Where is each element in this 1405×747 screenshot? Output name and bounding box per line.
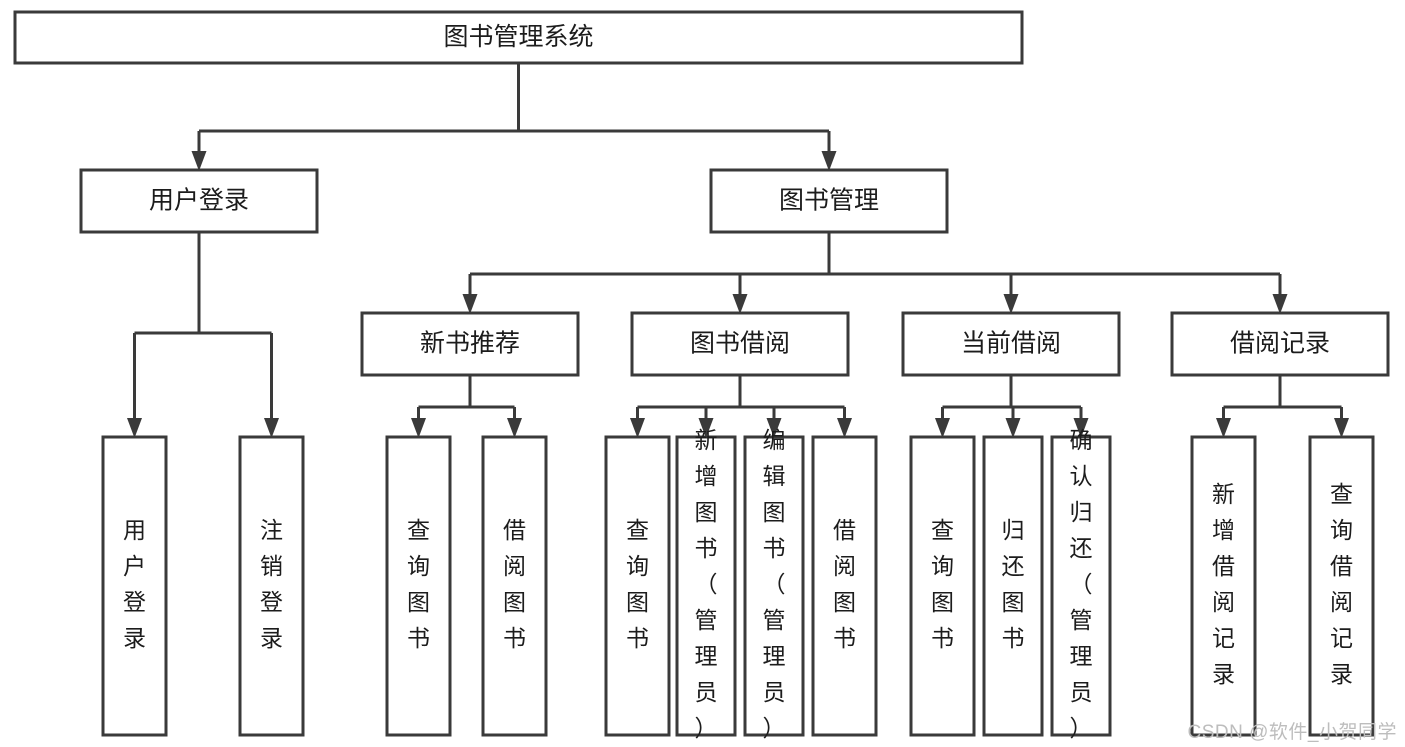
node-label-book-manage: 图书管理 xyxy=(779,187,879,215)
node-leaf-query-book-2[interactable]: 查询图书 xyxy=(604,435,671,737)
node-label-leaf-query-book-2: 查询图书 xyxy=(626,517,649,651)
edge-arrow-head xyxy=(1003,294,1019,314)
edge-arrow-head xyxy=(507,418,522,438)
node-box-book-borrow xyxy=(630,311,850,377)
edge-arrow-head xyxy=(1272,294,1288,314)
node-leaf-borrow-book-2[interactable]: 借阅图书 xyxy=(811,435,878,737)
node-leaf-query-record[interactable]: 查询借阅记录 xyxy=(1308,435,1375,737)
node-label-current-borrow: 当前借阅 xyxy=(961,330,1061,358)
node-label-leaf-edit-book: 编辑图书（管理员） xyxy=(763,427,786,741)
edge-arrow-head xyxy=(1334,418,1349,438)
node-leaf-query-book-1[interactable]: 查询图书 xyxy=(385,435,452,737)
edge-arrow-head xyxy=(935,418,950,438)
node-leaf-add-book[interactable]: 新增图书（管理员） xyxy=(675,427,737,741)
node-book-borrow[interactable]: 图书借阅 xyxy=(630,311,850,377)
node-box-leaf-query-book-1 xyxy=(385,435,452,737)
node-leaf-logout[interactable]: 注销登录 xyxy=(238,435,305,737)
node-box-leaf-query-record xyxy=(1308,435,1375,737)
edge-arrow-head xyxy=(264,418,279,438)
node-leaf-confirm-return[interactable]: 确认归还（管理员） xyxy=(1050,427,1112,741)
edge-arrow-head xyxy=(766,418,782,438)
node-label-leaf-user-login: 用户登录 xyxy=(123,517,146,651)
node-box-leaf-confirm-return xyxy=(1050,435,1112,737)
edge-arrow-head xyxy=(411,418,426,438)
node-box-book-manage xyxy=(709,168,949,234)
node-leaf-borrow-book-1[interactable]: 借阅图书 xyxy=(481,435,548,737)
node-box-leaf-borrow-book-2 xyxy=(811,435,878,737)
edge-arrow-head xyxy=(1073,418,1089,438)
node-label-leaf-add-record: 新增借阅记录 xyxy=(1212,481,1235,687)
edge-group-book-borrow xyxy=(630,375,852,438)
node-user-login[interactable]: 用户登录 xyxy=(79,168,319,234)
node-label-leaf-query-book-1: 查询图书 xyxy=(407,517,430,651)
node-leaf-return-book[interactable]: 归还图书 xyxy=(982,435,1044,737)
edge-arrow-head xyxy=(837,418,852,438)
node-box-borrow-record xyxy=(1170,311,1390,377)
edge-arrow-head xyxy=(698,418,714,438)
node-box-leaf-return-book xyxy=(982,435,1044,737)
node-box-leaf-edit-book xyxy=(743,435,805,737)
node-leaf-add-record[interactable]: 新增借阅记录 xyxy=(1190,435,1257,737)
node-label-new-book-rec: 新书推荐 xyxy=(420,330,520,358)
node-label-borrow-record: 借阅记录 xyxy=(1230,330,1330,358)
edges-layer xyxy=(127,63,1349,438)
edge-arrow-head xyxy=(462,294,478,314)
node-root[interactable]: 图书管理系统 xyxy=(13,10,1024,65)
edge-group-current-borrow xyxy=(935,375,1089,438)
node-box-leaf-query-book-3 xyxy=(909,435,976,737)
node-box-leaf-borrow-book-1 xyxy=(481,435,548,737)
node-box-leaf-add-book xyxy=(675,435,737,737)
node-label-root: 图书管理系统 xyxy=(443,23,593,51)
node-box-user-login xyxy=(79,168,319,234)
node-box-new-book-rec xyxy=(360,311,580,377)
edge-group-book-manage xyxy=(462,232,1288,314)
node-box-root xyxy=(13,10,1024,65)
node-box-leaf-user-login xyxy=(101,435,168,737)
node-label-leaf-borrow-book-2: 借阅图书 xyxy=(833,517,856,651)
node-box-current-borrow xyxy=(901,311,1121,377)
node-borrow-record[interactable]: 借阅记录 xyxy=(1170,311,1390,377)
node-current-borrow[interactable]: 当前借阅 xyxy=(901,311,1121,377)
nodes-layer: 图书管理系统用户登录图书管理新书推荐图书借阅当前借阅借阅记录用户登录注销登录查询… xyxy=(13,10,1390,741)
node-leaf-edit-book[interactable]: 编辑图书（管理员） xyxy=(743,427,805,741)
node-label-leaf-logout: 注销登录 xyxy=(260,517,283,651)
edge-arrow-head xyxy=(821,151,837,171)
node-label-leaf-confirm-return: 确认归还（管理员） xyxy=(1070,427,1093,741)
edge-arrow-head xyxy=(1005,418,1021,438)
node-label-leaf-query-record: 查询借阅记录 xyxy=(1330,481,1353,687)
edge-arrow-head xyxy=(732,294,748,314)
node-label-leaf-query-book-3: 查询图书 xyxy=(931,517,954,651)
node-box-leaf-query-book-2 xyxy=(604,435,671,737)
edge-arrow-head xyxy=(127,418,142,438)
edge-group-root xyxy=(191,63,837,171)
node-box-leaf-logout xyxy=(238,435,305,737)
edge-arrow-head xyxy=(191,151,207,171)
node-box-leaf-add-record xyxy=(1190,435,1257,737)
node-label-leaf-return-book: 归还图书 xyxy=(1002,517,1025,651)
edge-arrow-head xyxy=(630,418,645,438)
node-label-leaf-borrow-book-1: 借阅图书 xyxy=(503,517,526,651)
edge-group-borrow-record xyxy=(1216,375,1349,438)
node-book-manage[interactable]: 图书管理 xyxy=(709,168,949,234)
node-label-leaf-add-book: 新增图书（管理员） xyxy=(695,427,718,741)
node-label-book-borrow: 图书借阅 xyxy=(690,330,790,358)
edge-group-new-book-rec xyxy=(411,375,522,438)
node-new-book-rec[interactable]: 新书推荐 xyxy=(360,311,580,377)
edge-arrow-head xyxy=(1216,418,1231,438)
node-leaf-user-login[interactable]: 用户登录 xyxy=(101,435,168,737)
node-leaf-query-book-3[interactable]: 查询图书 xyxy=(909,435,976,737)
node-label-user-login: 用户登录 xyxy=(149,187,249,215)
edge-group-user-login xyxy=(127,232,279,438)
